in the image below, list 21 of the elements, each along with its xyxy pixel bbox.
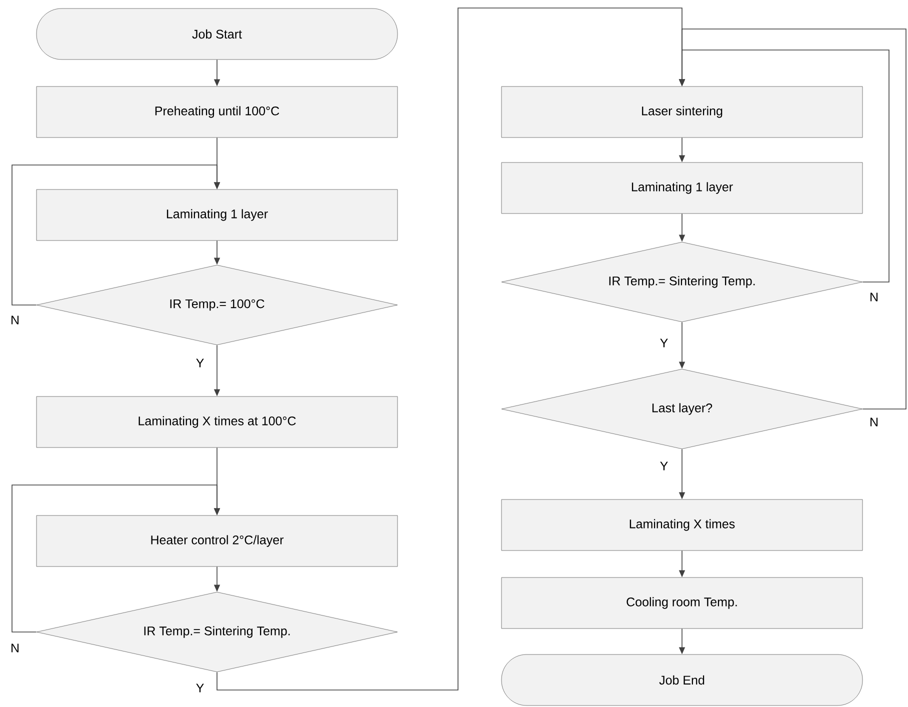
edge-label: N (868, 292, 880, 302)
arrow (216, 8, 686, 690)
process-box: Laminating X times (501, 499, 863, 551)
arrow (12, 164, 220, 306)
edge-label: Y (194, 682, 206, 694)
process-box: Preheating until 100°C (36, 86, 398, 138)
process-box: Cooling room Temp. (501, 577, 863, 629)
edge-label: Y (658, 338, 670, 348)
process-box: Heater control 2°C/layer (36, 515, 398, 567)
process-box: Laminating 1 layer (501, 162, 863, 214)
process-box: Laminating 1 layer (36, 189, 398, 241)
edge-label: N (868, 416, 880, 428)
edge-label: N (10, 314, 21, 326)
terminal-box: Job End (501, 654, 863, 706)
arrow (12, 484, 220, 632)
edge-label: N (10, 642, 21, 654)
terminal-box: Job Start (36, 8, 398, 60)
edge-label: Y (658, 460, 670, 472)
process-box: Laminating X times at 100°C (36, 396, 398, 448)
process-box: Laser sintering (501, 86, 863, 138)
edge-label: Y (194, 358, 206, 368)
